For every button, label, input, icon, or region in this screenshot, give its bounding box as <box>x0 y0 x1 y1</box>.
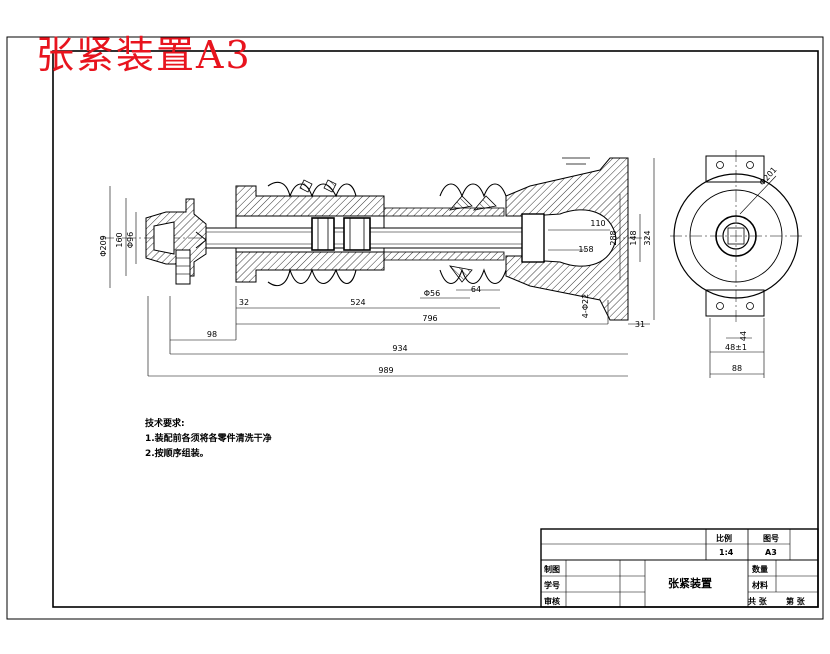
drawn-label: 制图 <box>544 565 560 574</box>
spring-right <box>439 183 507 285</box>
inner-border <box>52 50 819 608</box>
dimension-labels: Φ209 160 Φ96 Φ56 64 32 524 796 98 934 98… <box>99 165 779 375</box>
title-stamp: 张紧装置A3 <box>36 33 252 77</box>
dim-d110: 110 <box>590 219 605 228</box>
dim-d524: 524 <box>350 298 365 307</box>
checked-label: 审核 <box>544 597 560 606</box>
end-cap <box>145 198 207 285</box>
dim-d56: Φ56 <box>424 289 440 298</box>
nut-group <box>311 217 371 251</box>
scale-label: 比例 <box>716 534 732 543</box>
dim-d48: 48±1 <box>725 343 747 352</box>
dim-d934: 934 <box>392 344 407 353</box>
scale-value: 1:4 <box>719 548 734 557</box>
dim-d88: 88 <box>732 364 742 373</box>
drawing-no-value: A3 <box>765 548 777 557</box>
title-block <box>540 528 819 608</box>
yoke-housing <box>505 157 629 321</box>
dim-d160: 160 <box>115 232 124 247</box>
sheet-no: 第 张 <box>786 597 805 606</box>
tech-item-2: 2.按顺序组装。 <box>145 449 209 459</box>
part-name: 张紧装置 <box>668 577 712 590</box>
dim-d288: 288 <box>609 230 618 245</box>
quantity-label: 数量 <box>752 565 768 574</box>
drawing-no-label: 图号 <box>763 534 779 543</box>
student-no-label: 学号 <box>544 581 560 590</box>
dim-d31: 31 <box>635 320 645 329</box>
side-view <box>670 150 802 378</box>
spring-left <box>267 179 357 287</box>
material-label: 材料 <box>752 581 768 590</box>
tech-heading: 技术要求: <box>145 419 185 429</box>
dim-d796: 796 <box>422 314 437 323</box>
dim-d96: Φ96 <box>126 232 135 248</box>
dim-d324: 324 <box>643 230 652 245</box>
dim-d158: 158 <box>578 245 593 254</box>
dim-d98: 98 <box>207 330 217 339</box>
screw-rod <box>205 207 547 261</box>
dim-d64: 64 <box>471 285 481 294</box>
sheet-total: 共 张 <box>748 597 767 606</box>
dim-d148: 148 <box>629 230 638 245</box>
dim-d4phi22: 4-Φ22 <box>581 294 590 318</box>
tech-item-1: 1.装配前各须将各零件清洗干净 <box>145 434 272 444</box>
dim-d209: Φ209 <box>99 235 108 257</box>
dimension-lines <box>109 158 655 377</box>
dim-d989: 989 <box>378 366 393 375</box>
technical-requirements: 技术要求: 1.装配前各须将各零件清洗干净 2.按顺序组装。 <box>145 417 272 462</box>
dim-d44: 44 <box>739 331 748 341</box>
outer-border <box>6 36 824 620</box>
dim-d32: 32 <box>239 298 249 307</box>
